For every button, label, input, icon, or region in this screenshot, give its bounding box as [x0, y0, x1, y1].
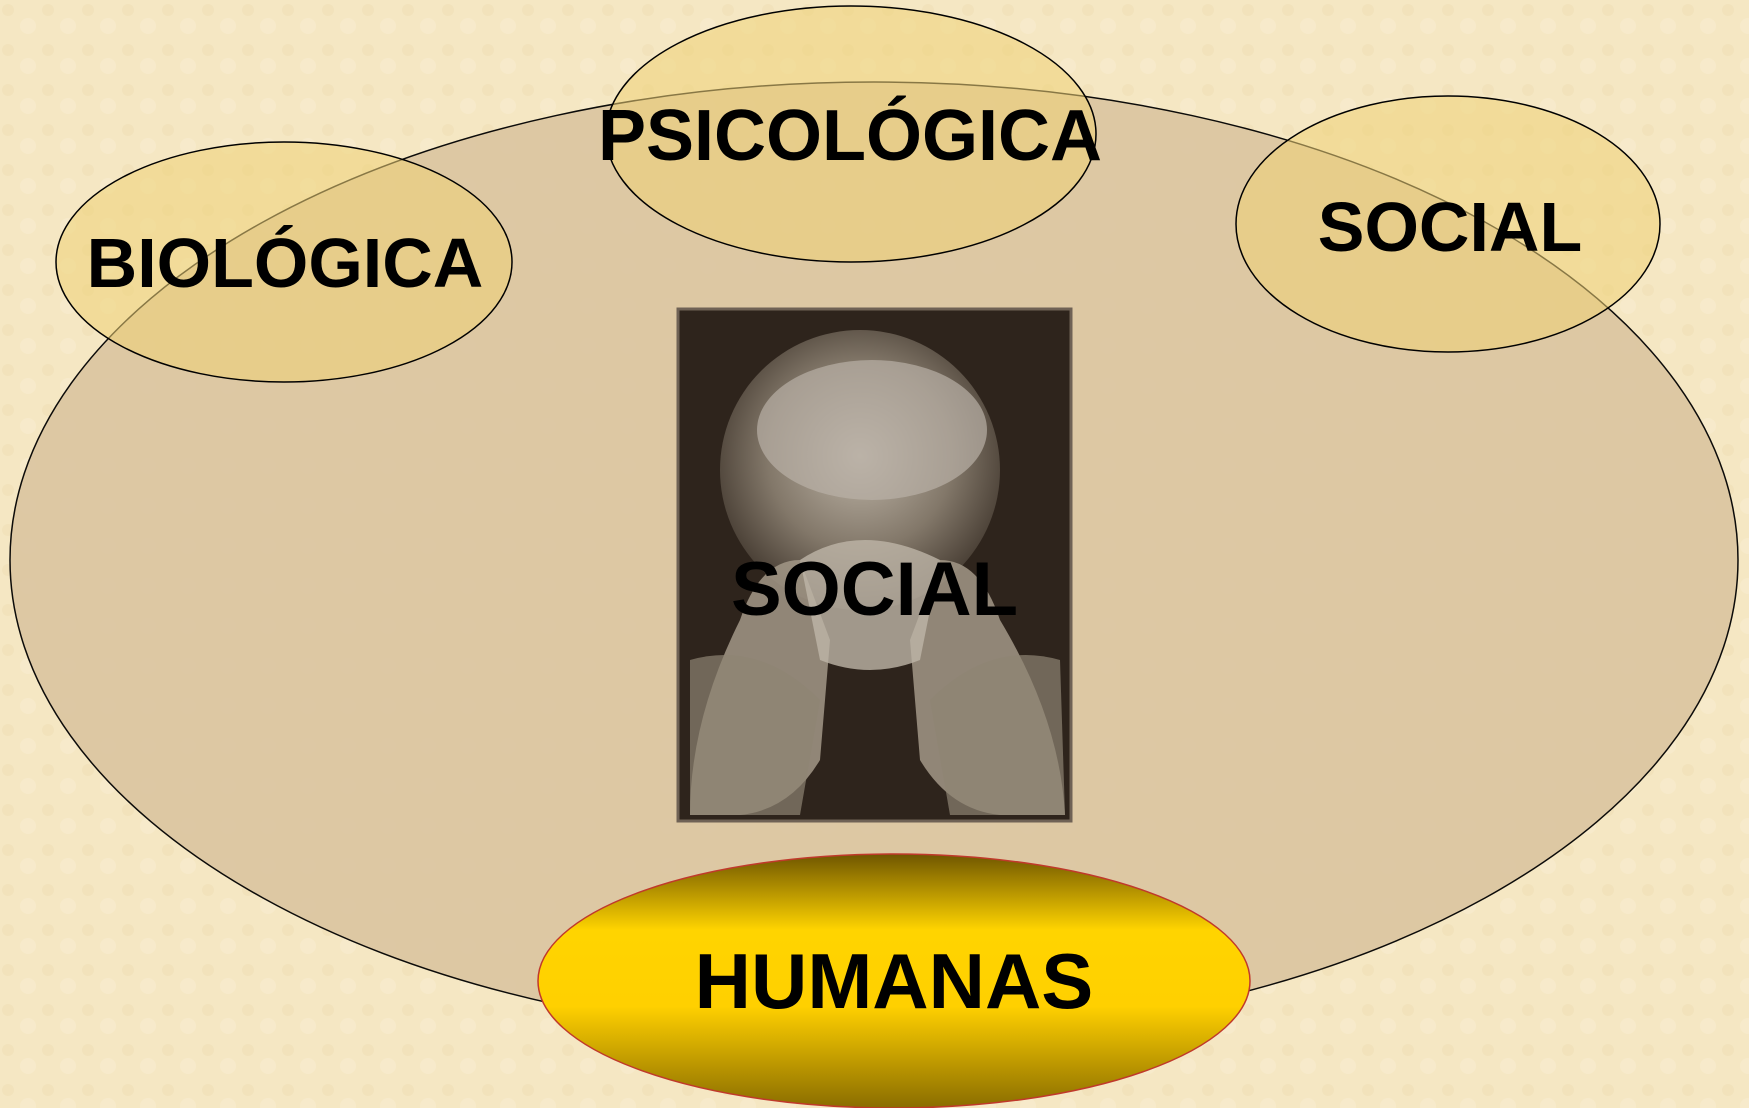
biologica-label: BIOLÓGICA — [86, 224, 484, 302]
humanas-label: HUMANAS — [694, 937, 1094, 1025]
social-center-label: SOCIAL — [730, 547, 1019, 632]
social-ellipse — [1235, 95, 1661, 353]
child-photo — [676, 307, 1073, 823]
psicologica-label: PSICOLÓGICA — [597, 96, 1103, 176]
biologica-ellipse — [55, 141, 513, 383]
psicologica-ellipse — [605, 5, 1097, 263]
social-top-label: SOCIAL — [1317, 188, 1583, 266]
humanas-ellipse — [537, 853, 1251, 1108]
